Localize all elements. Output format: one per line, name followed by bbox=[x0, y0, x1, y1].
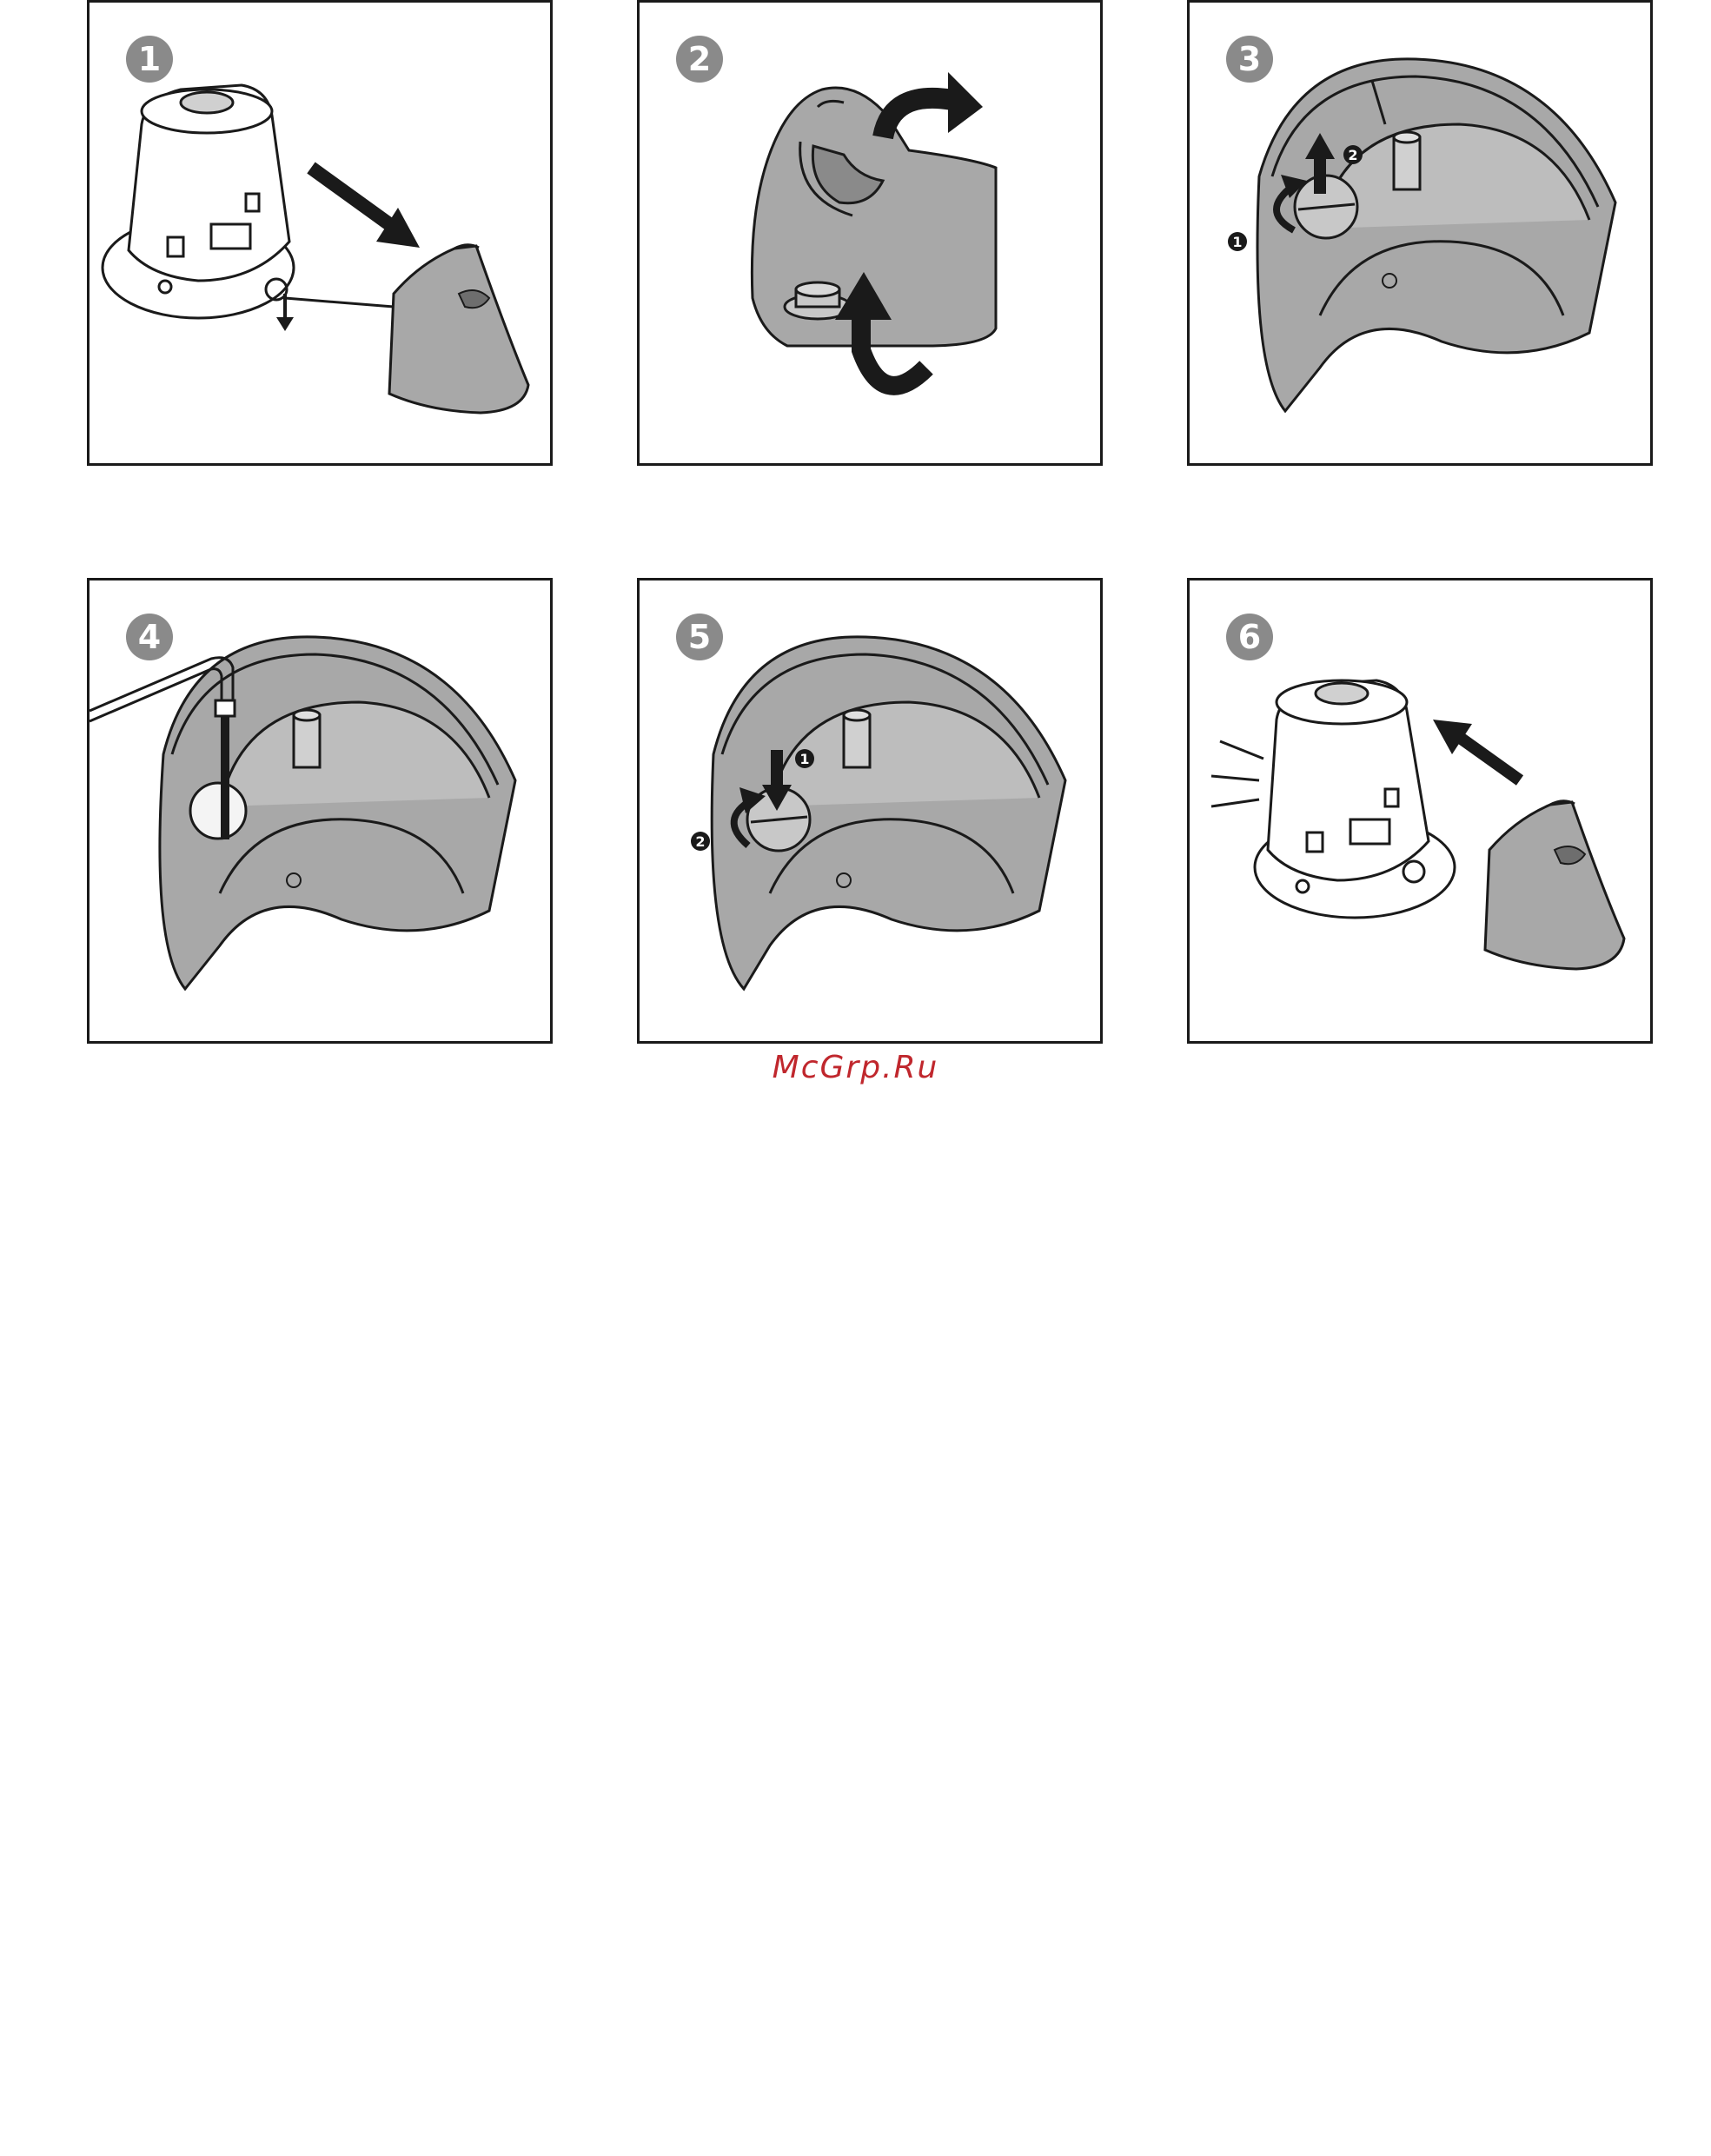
turn-cover-illustration bbox=[640, 3, 1100, 463]
screw-cap-illustration: 1 2 bbox=[640, 580, 1100, 1041]
callout-number: 1 bbox=[1232, 234, 1242, 250]
refit-cover-illustration bbox=[1190, 580, 1650, 1041]
step-panel-5: 5 1 2 bbox=[637, 578, 1103, 1044]
step-panel-3: 3 1 2 bbox=[1187, 0, 1653, 466]
watermark-text: McGrp.Ru bbox=[0, 1050, 1711, 1085]
callout-number: 1 bbox=[799, 751, 809, 767]
step-panel-2: 2 bbox=[637, 0, 1103, 466]
remove-cover-illustration bbox=[90, 3, 550, 463]
step-panel-1: 1 bbox=[87, 0, 553, 466]
callout-number: 2 bbox=[1348, 147, 1357, 163]
rinse-boiler-illustration bbox=[90, 580, 550, 1041]
callout-number: 2 bbox=[695, 833, 705, 850]
unscrew-cap-illustration: 1 2 bbox=[1190, 3, 1650, 463]
step-panel-6: 6 bbox=[1187, 578, 1653, 1044]
step-panel-4: 4 bbox=[87, 578, 553, 1044]
